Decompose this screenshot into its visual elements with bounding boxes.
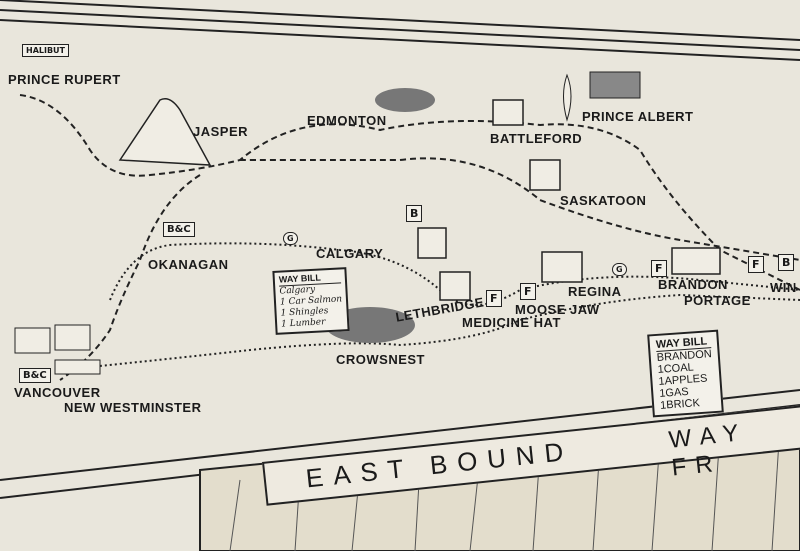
fish-icon [563, 73, 572, 122]
bc-crate-vancouver: B&C [19, 368, 51, 383]
label-edmonton: EDMONTON [307, 113, 387, 128]
southern-route-2 [59, 293, 800, 371]
waybill-brandon: WAY BILL BRANDON 1COAL 1APPLES 1GAS 1BRI… [647, 329, 724, 418]
coal-pile-icon [375, 88, 435, 112]
label-portage: PORTAGE [684, 293, 751, 308]
label-brandon: BRANDON [658, 277, 728, 292]
log-icon [589, 71, 641, 99]
waybill-line: 1 Lumber [280, 317, 326, 330]
halibut-crate: HALIBUT [22, 44, 70, 57]
label-battleford: BATTLEFORD [490, 131, 583, 146]
mountain-icon [118, 98, 212, 166]
flour-barrel: F [486, 290, 502, 307]
top-beam [0, 0, 800, 61]
saskatoon-route [239, 157, 800, 261]
lumber-stacks [14, 324, 101, 375]
label-new-westminster: NEW WESTMINSTER [64, 400, 202, 415]
waybill-calgary: WAY BILL Calgary 1 Car Salmon 1 Shingles… [272, 267, 350, 335]
label-jasper: JASPER [193, 124, 249, 139]
bag-icon: B [406, 205, 423, 222]
gas-tank-car: G [283, 232, 298, 245]
label-saskatoon: SASKATOON [560, 193, 647, 208]
flour-barrel: F [748, 256, 764, 273]
label-okanagan: OKANAGAN [148, 257, 229, 272]
waybill-line: 1BRICK [659, 397, 701, 412]
bag-icon: B [778, 254, 795, 271]
bc-crate: B&C [163, 222, 195, 237]
label-moose-jaw: MOOSE JAW [515, 302, 600, 317]
label-vancouver: VANCOUVER [14, 385, 101, 400]
label-winnipeg: WIN [770, 280, 797, 295]
label-prince-albert: PRINCE ALBERT [582, 109, 694, 124]
factory-icons [417, 99, 721, 301]
label-crowsnest: CROWSNEST [336, 352, 425, 367]
label-regina: REGINA [568, 284, 622, 299]
label-medicine-hat: MEDICINE HAT [462, 315, 561, 330]
northern-route [19, 94, 800, 291]
flour-barrel: F [520, 283, 536, 300]
jasper-route [59, 174, 201, 381]
flour-barrel: F [651, 260, 667, 277]
gas-tank-car-regina: G [612, 263, 627, 276]
label-prince-rupert: PRINCE RUPERT [8, 72, 121, 87]
label-calgary: CALGARY [316, 246, 384, 261]
